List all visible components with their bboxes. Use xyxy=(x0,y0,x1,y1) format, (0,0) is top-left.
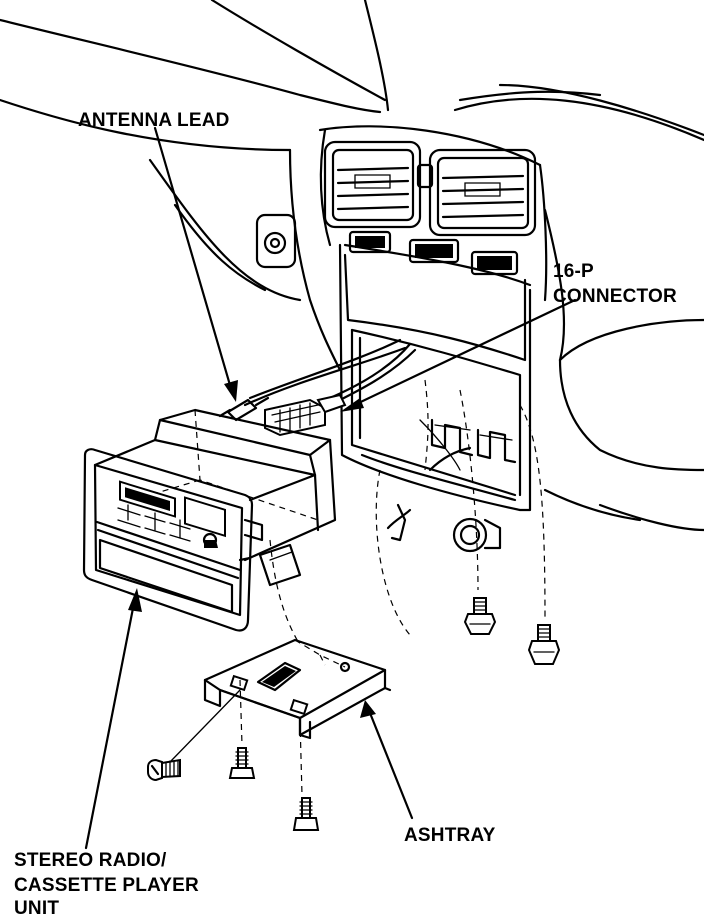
label-ashtray: ASHTRAY xyxy=(404,825,496,846)
bolt-2 xyxy=(527,624,561,665)
screw-vertical-1 xyxy=(228,747,256,779)
screws xyxy=(147,597,561,831)
reference-lines xyxy=(169,379,546,796)
ashtray-part xyxy=(203,638,392,740)
label-stereo-2: CASSETTE PLAYER xyxy=(14,875,199,896)
console-opening xyxy=(338,243,532,512)
label-connector: CONNECTOR xyxy=(553,286,677,307)
dash-knob xyxy=(255,213,297,269)
screw-horizontal xyxy=(147,758,181,782)
label-stereo-3: UNIT xyxy=(14,898,60,919)
label-antenna-lead: ANTENNA LEAD xyxy=(78,110,230,131)
sixteen-p-connector xyxy=(264,393,347,437)
console-brackets xyxy=(430,418,517,464)
socket xyxy=(386,503,502,553)
leader-lines xyxy=(84,126,577,850)
switch-buttons xyxy=(348,230,519,276)
dashboard xyxy=(0,0,704,532)
stereo-unit xyxy=(82,408,337,632)
bolt-1 xyxy=(463,597,497,635)
label-16p: 16-P xyxy=(553,261,594,282)
label-stereo-1: STEREO RADIO/ xyxy=(14,850,167,871)
air-vents xyxy=(323,140,537,237)
screw-vertical-2 xyxy=(292,797,320,831)
